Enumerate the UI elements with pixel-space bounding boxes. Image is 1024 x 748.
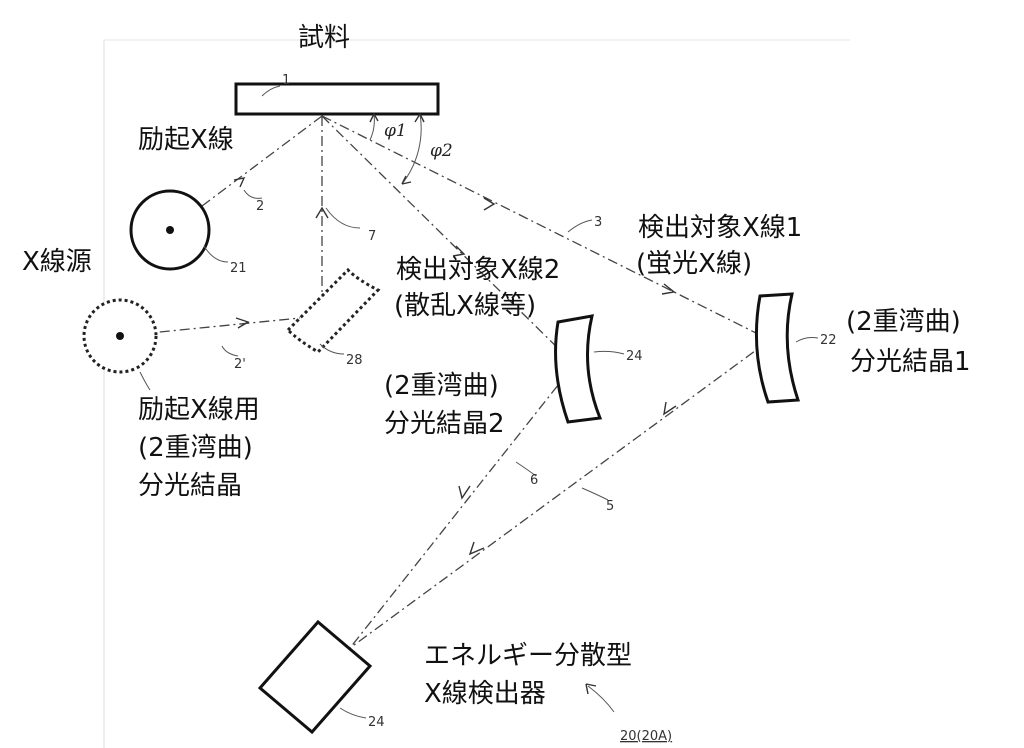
- ref-7: 7: [368, 229, 376, 244]
- leader-22: [795, 337, 819, 343]
- ref-2p: 2': [234, 357, 246, 372]
- label-detector-line2: X線検出器: [424, 679, 546, 709]
- label-exc-crystal-line1: 励起X線用: [138, 395, 260, 425]
- leader-20: [587, 685, 615, 713]
- xray-source-focus: [166, 226, 174, 234]
- ray-arrow-3: [235, 317, 250, 329]
- label-detect-xray2-line2: (散乱X線等): [394, 291, 536, 321]
- label-crystal2-line2: 分光結晶2: [384, 409, 505, 439]
- leader-1: [261, 85, 281, 97]
- ref-5: 5: [606, 499, 614, 514]
- ref-2: 2: [256, 199, 264, 214]
- ref-28: 28: [346, 353, 363, 368]
- ray-arrow-2: [315, 206, 329, 219]
- phi2-arrowhead-2: [401, 175, 412, 185]
- label-xray-source: X線源: [22, 247, 92, 277]
- ray-arrow-4: [483, 197, 496, 211]
- label-crystal1-line2: 分光結晶1: [850, 347, 971, 377]
- ref-1: 1: [282, 73, 290, 88]
- phi1-arrowhead: [369, 113, 379, 123]
- analyzer-crystal-2: [554, 314, 603, 424]
- ray-arrow-8: [458, 485, 471, 500]
- reflected-ray-2: [349, 369, 571, 649]
- label-detect-xray1-line2: (蛍光X線): [636, 249, 752, 279]
- leader-21: [203, 245, 229, 263]
- ref-3: 3: [594, 215, 602, 230]
- detect-ray-1: [321, 115, 771, 341]
- ray-arrow-1: [233, 177, 246, 188]
- label-sample: 試料: [298, 23, 350, 53]
- phi2-arrowhead: [414, 113, 425, 123]
- leader-7: [325, 207, 361, 229]
- ref-24a: 24: [626, 349, 643, 364]
- excitation-crystal: [285, 267, 381, 354]
- ref-6: 6: [530, 473, 538, 488]
- angle-phi1: φ1: [384, 121, 407, 141]
- xray-source-alt-focus: [116, 332, 124, 340]
- ref-21: 21: [230, 261, 247, 276]
- label-detect-xray2-line1: 検出対象X線2: [396, 255, 560, 285]
- leader-2: [243, 189, 263, 199]
- label-detector-line1: エネルギー分散型: [424, 641, 632, 671]
- label-exc-crystal-line3: 分光結晶: [138, 471, 242, 501]
- leader-2p: [221, 345, 239, 357]
- ref-24b: 24: [368, 715, 385, 730]
- ray-arrow-7: [663, 401, 677, 416]
- leader-5: [581, 487, 609, 501]
- leader-20-arrow: [585, 683, 597, 695]
- leader-28: [319, 343, 345, 355]
- sample-plate: [234, 82, 440, 116]
- angle-phi2: φ2: [430, 141, 453, 161]
- ray-arrow-9: [468, 541, 485, 556]
- label-crystal2-line1: (2重湾曲): [384, 371, 499, 401]
- analyzer-crystal-1: [754, 292, 801, 404]
- leader-3: [567, 219, 593, 233]
- reflected-ray-1: [349, 339, 771, 649]
- ray-arrow-6: [661, 283, 676, 295]
- leader-24b: [339, 707, 367, 719]
- leader-exc-crystal: [139, 371, 151, 391]
- leader-6: [515, 461, 537, 477]
- ray-arrow-5: [452, 245, 466, 257]
- energy-dispersive-detector: [257, 619, 373, 735]
- phi2-arc: [401, 113, 422, 185]
- ref-22: 22: [820, 333, 837, 348]
- label-exc-crystal-line2: (2重湾曲): [138, 433, 253, 463]
- detect-ray-2: [321, 115, 571, 361]
- excitation-ray: [169, 115, 323, 231]
- label-crystal1-line1: (2重湾曲): [846, 307, 961, 337]
- label-detect-xray1-line1: 検出対象X線1: [638, 213, 802, 243]
- ref-20: 20(20A): [620, 729, 672, 744]
- label-excitation-xray: 励起X線: [138, 125, 234, 155]
- leader-24a: [593, 350, 625, 355]
